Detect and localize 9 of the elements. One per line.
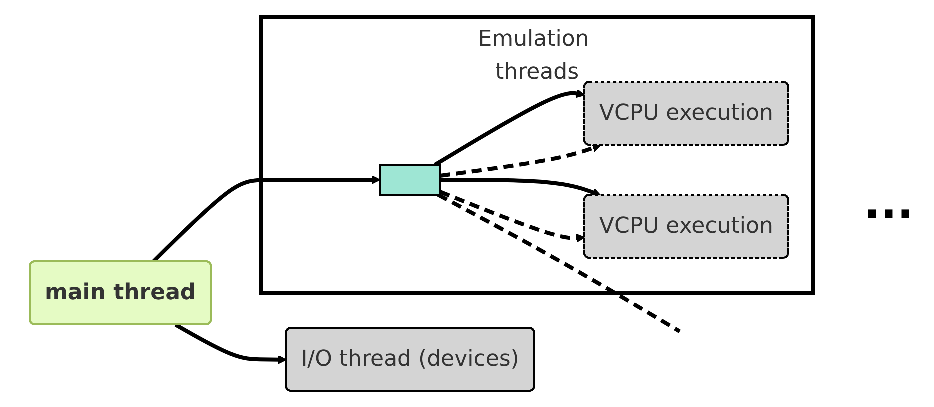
- arrow: [440, 143, 602, 178]
- connector: [438, 192, 682, 333]
- ellipsis-text: ...: [864, 178, 914, 229]
- arrow: [434, 88, 586, 166]
- arrow: [440, 190, 586, 242]
- node-box: [380, 164, 442, 196]
- arrow: [440, 178, 602, 196]
- arrow: [175, 322, 288, 364]
- arrow: [152, 175, 381, 263]
